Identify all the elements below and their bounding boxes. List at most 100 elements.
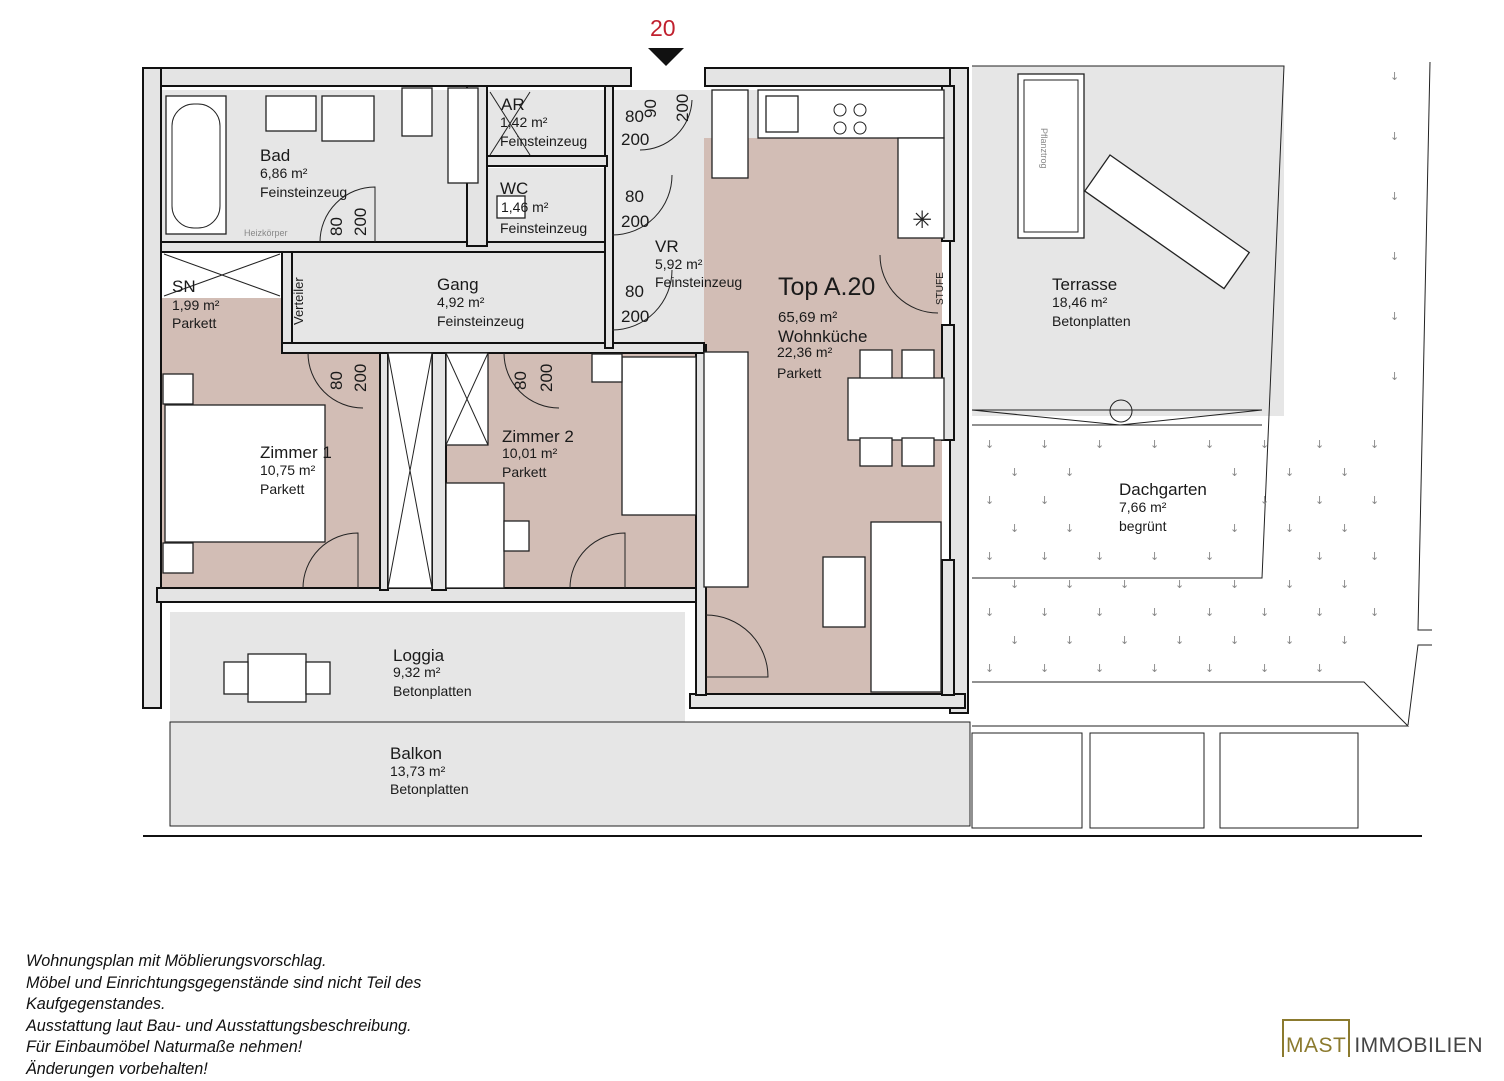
svg-text:↓: ↓ <box>1010 522 1019 535</box>
svg-text:↓: ↓ <box>1315 606 1324 619</box>
svg-text:↓: ↓ <box>1040 438 1049 451</box>
svg-text:Feinsteinzeug: Feinsteinzeug <box>260 184 347 200</box>
door-swings <box>302 99 939 678</box>
room-label-wc: WC 1,46 m² Feinsteinzeug <box>500 179 587 236</box>
note-line: Möbel und Einrichtungsgegenstände sind n… <box>26 973 422 992</box>
svg-text:Top A.20: Top A.20 <box>778 273 875 301</box>
svg-text:↓: ↓ <box>1065 634 1074 647</box>
svg-text:Parkett: Parkett <box>260 481 304 497</box>
svg-text:↓: ↓ <box>1230 634 1239 647</box>
svg-text:Gang: Gang <box>437 275 479 294</box>
dining-chair <box>901 437 935 467</box>
svg-text:Dachgarten: Dachgarten <box>1119 480 1207 499</box>
svg-text:↓: ↓ <box>1390 190 1399 203</box>
loggia-table <box>247 653 307 703</box>
note-line: Wohnungsplan mit Möblierungsvorschlag. <box>26 952 327 970</box>
svg-text:Zimmer 2: Zimmer 2 <box>502 427 574 446</box>
svg-text:↓: ↓ <box>1230 578 1239 591</box>
svg-text:10,01 m²: 10,01 m² <box>502 445 558 461</box>
svg-text:↓: ↓ <box>1315 438 1324 451</box>
heizkoerper-label: Heizkörper <box>244 228 288 238</box>
door-dimensions: 80 200 90 200 80 200 80 200 80 200 80 20… <box>327 94 692 392</box>
svg-text:90: 90 <box>641 99 660 118</box>
svg-text:↓: ↓ <box>1175 578 1184 591</box>
room-label-zimmer1: Zimmer 1 10,75 m² Parkett <box>260 443 332 497</box>
bed-zimmer1 <box>164 404 326 543</box>
svg-text:7,66 m²: 7,66 m² <box>1119 499 1167 515</box>
svg-text:↓: ↓ <box>1285 578 1294 591</box>
svg-text:13,73 m²: 13,73 m² <box>390 763 446 779</box>
svg-text:↓: ↓ <box>1390 370 1399 383</box>
svg-text:↓: ↓ <box>1095 606 1104 619</box>
svg-text:↓: ↓ <box>1390 250 1399 263</box>
svg-text:↓: ↓ <box>1340 634 1349 647</box>
svg-text:↓: ↓ <box>1205 438 1214 451</box>
svg-text:200: 200 <box>351 364 370 392</box>
room-label-vr: VR 5,92 m² Feinsteinzeug <box>655 237 742 290</box>
svg-text:↓: ↓ <box>1370 550 1379 563</box>
svg-text:Parkett: Parkett <box>502 464 546 480</box>
svg-text:5,92 m²: 5,92 m² <box>655 256 703 272</box>
svg-text:Bad: Bad <box>260 146 290 165</box>
unit-title: Top A.20 65,69 m² <box>778 273 875 326</box>
ar-floor <box>487 90 609 158</box>
svg-text:80: 80 <box>625 282 644 301</box>
svg-text:200: 200 <box>621 130 649 149</box>
svg-text:↓: ↓ <box>1315 662 1324 675</box>
svg-text:VR: VR <box>655 237 679 256</box>
note-line: Ausstattung laut Bau- und Ausstattungsbe… <box>26 1016 412 1035</box>
room-label-ar: AR 1,42 m² Feinsteinzeug <box>500 95 587 149</box>
svg-text:↓: ↓ <box>1370 606 1379 619</box>
svg-text:↓: ↓ <box>1150 550 1159 563</box>
svg-text:↓: ↓ <box>985 606 994 619</box>
svg-text:Betonplatten: Betonplatten <box>393 683 472 699</box>
wall-cabinet <box>703 351 749 588</box>
washing-machine <box>321 95 375 142</box>
washbasin <box>265 95 317 132</box>
entrance-number: 20 <box>650 15 676 41</box>
wc-toilet <box>496 195 526 219</box>
svg-text:80: 80 <box>625 187 644 206</box>
svg-text:↓: ↓ <box>985 550 994 563</box>
svg-text:↓: ↓ <box>1315 550 1324 563</box>
room-label-bad: Bad 6,86 m² Feinsteinzeug <box>260 146 347 200</box>
svg-text:1,42 m²: 1,42 m² <box>500 114 548 130</box>
svg-text:↓: ↓ <box>1150 662 1159 675</box>
svg-text:Feinsteinzeug: Feinsteinzeug <box>500 220 587 236</box>
svg-text:Terrasse: Terrasse <box>1052 275 1117 294</box>
bathtub <box>165 95 227 235</box>
logo-brand: MAST <box>1282 1019 1351 1057</box>
svg-text:↓: ↓ <box>1315 494 1324 507</box>
svg-text:SN: SN <box>172 277 196 296</box>
entrance-arrow-icon <box>648 48 684 66</box>
svg-text:22,36 m²: 22,36 m² <box>777 344 833 360</box>
room-label-gang: Gang 4,92 m² Feinsteinzeug <box>437 275 524 329</box>
svg-text:Parkett: Parkett <box>777 365 821 381</box>
svg-text:80: 80 <box>511 371 530 390</box>
svg-text:↓: ↓ <box>985 662 994 675</box>
dining-table <box>847 377 945 441</box>
svg-text:200: 200 <box>621 307 649 326</box>
svg-text:↓: ↓ <box>1260 494 1269 507</box>
room-label-balkon: Balkon 13,73 m² Betonplatten <box>390 744 469 797</box>
svg-text:80: 80 <box>327 217 346 236</box>
note-line: Kaufgegenstandes. <box>26 995 166 1014</box>
svg-text:↓: ↓ <box>1260 662 1269 675</box>
logo-suffix: IMMOBILIEN <box>1354 1034 1484 1057</box>
svg-text:1,99 m²: 1,99 m² <box>172 297 220 313</box>
planter <box>1017 73 1085 239</box>
svg-text:↓: ↓ <box>1370 494 1379 507</box>
svg-text:↓: ↓ <box>1150 606 1159 619</box>
svg-text:↓: ↓ <box>1010 634 1019 647</box>
svg-text:↓: ↓ <box>1040 494 1049 507</box>
svg-text:✳: ✳ <box>912 206 932 234</box>
svg-text:Loggia: Loggia <box>393 646 445 665</box>
svg-text:80: 80 <box>625 107 644 126</box>
svg-text:begrünt: begrünt <box>1119 518 1167 534</box>
svg-text:↓: ↓ <box>1175 634 1184 647</box>
dining-chair <box>901 349 935 381</box>
svg-text:↓: ↓ <box>1095 662 1104 675</box>
disclaimer-notes: Wohnungsplan mit Möblierungsvorschlag. M… <box>26 951 421 1081</box>
svg-text:1,46 m²: 1,46 m² <box>501 199 549 215</box>
room-label-terrasse: Terrasse 18,46 m² Betonplatten <box>1052 275 1131 329</box>
